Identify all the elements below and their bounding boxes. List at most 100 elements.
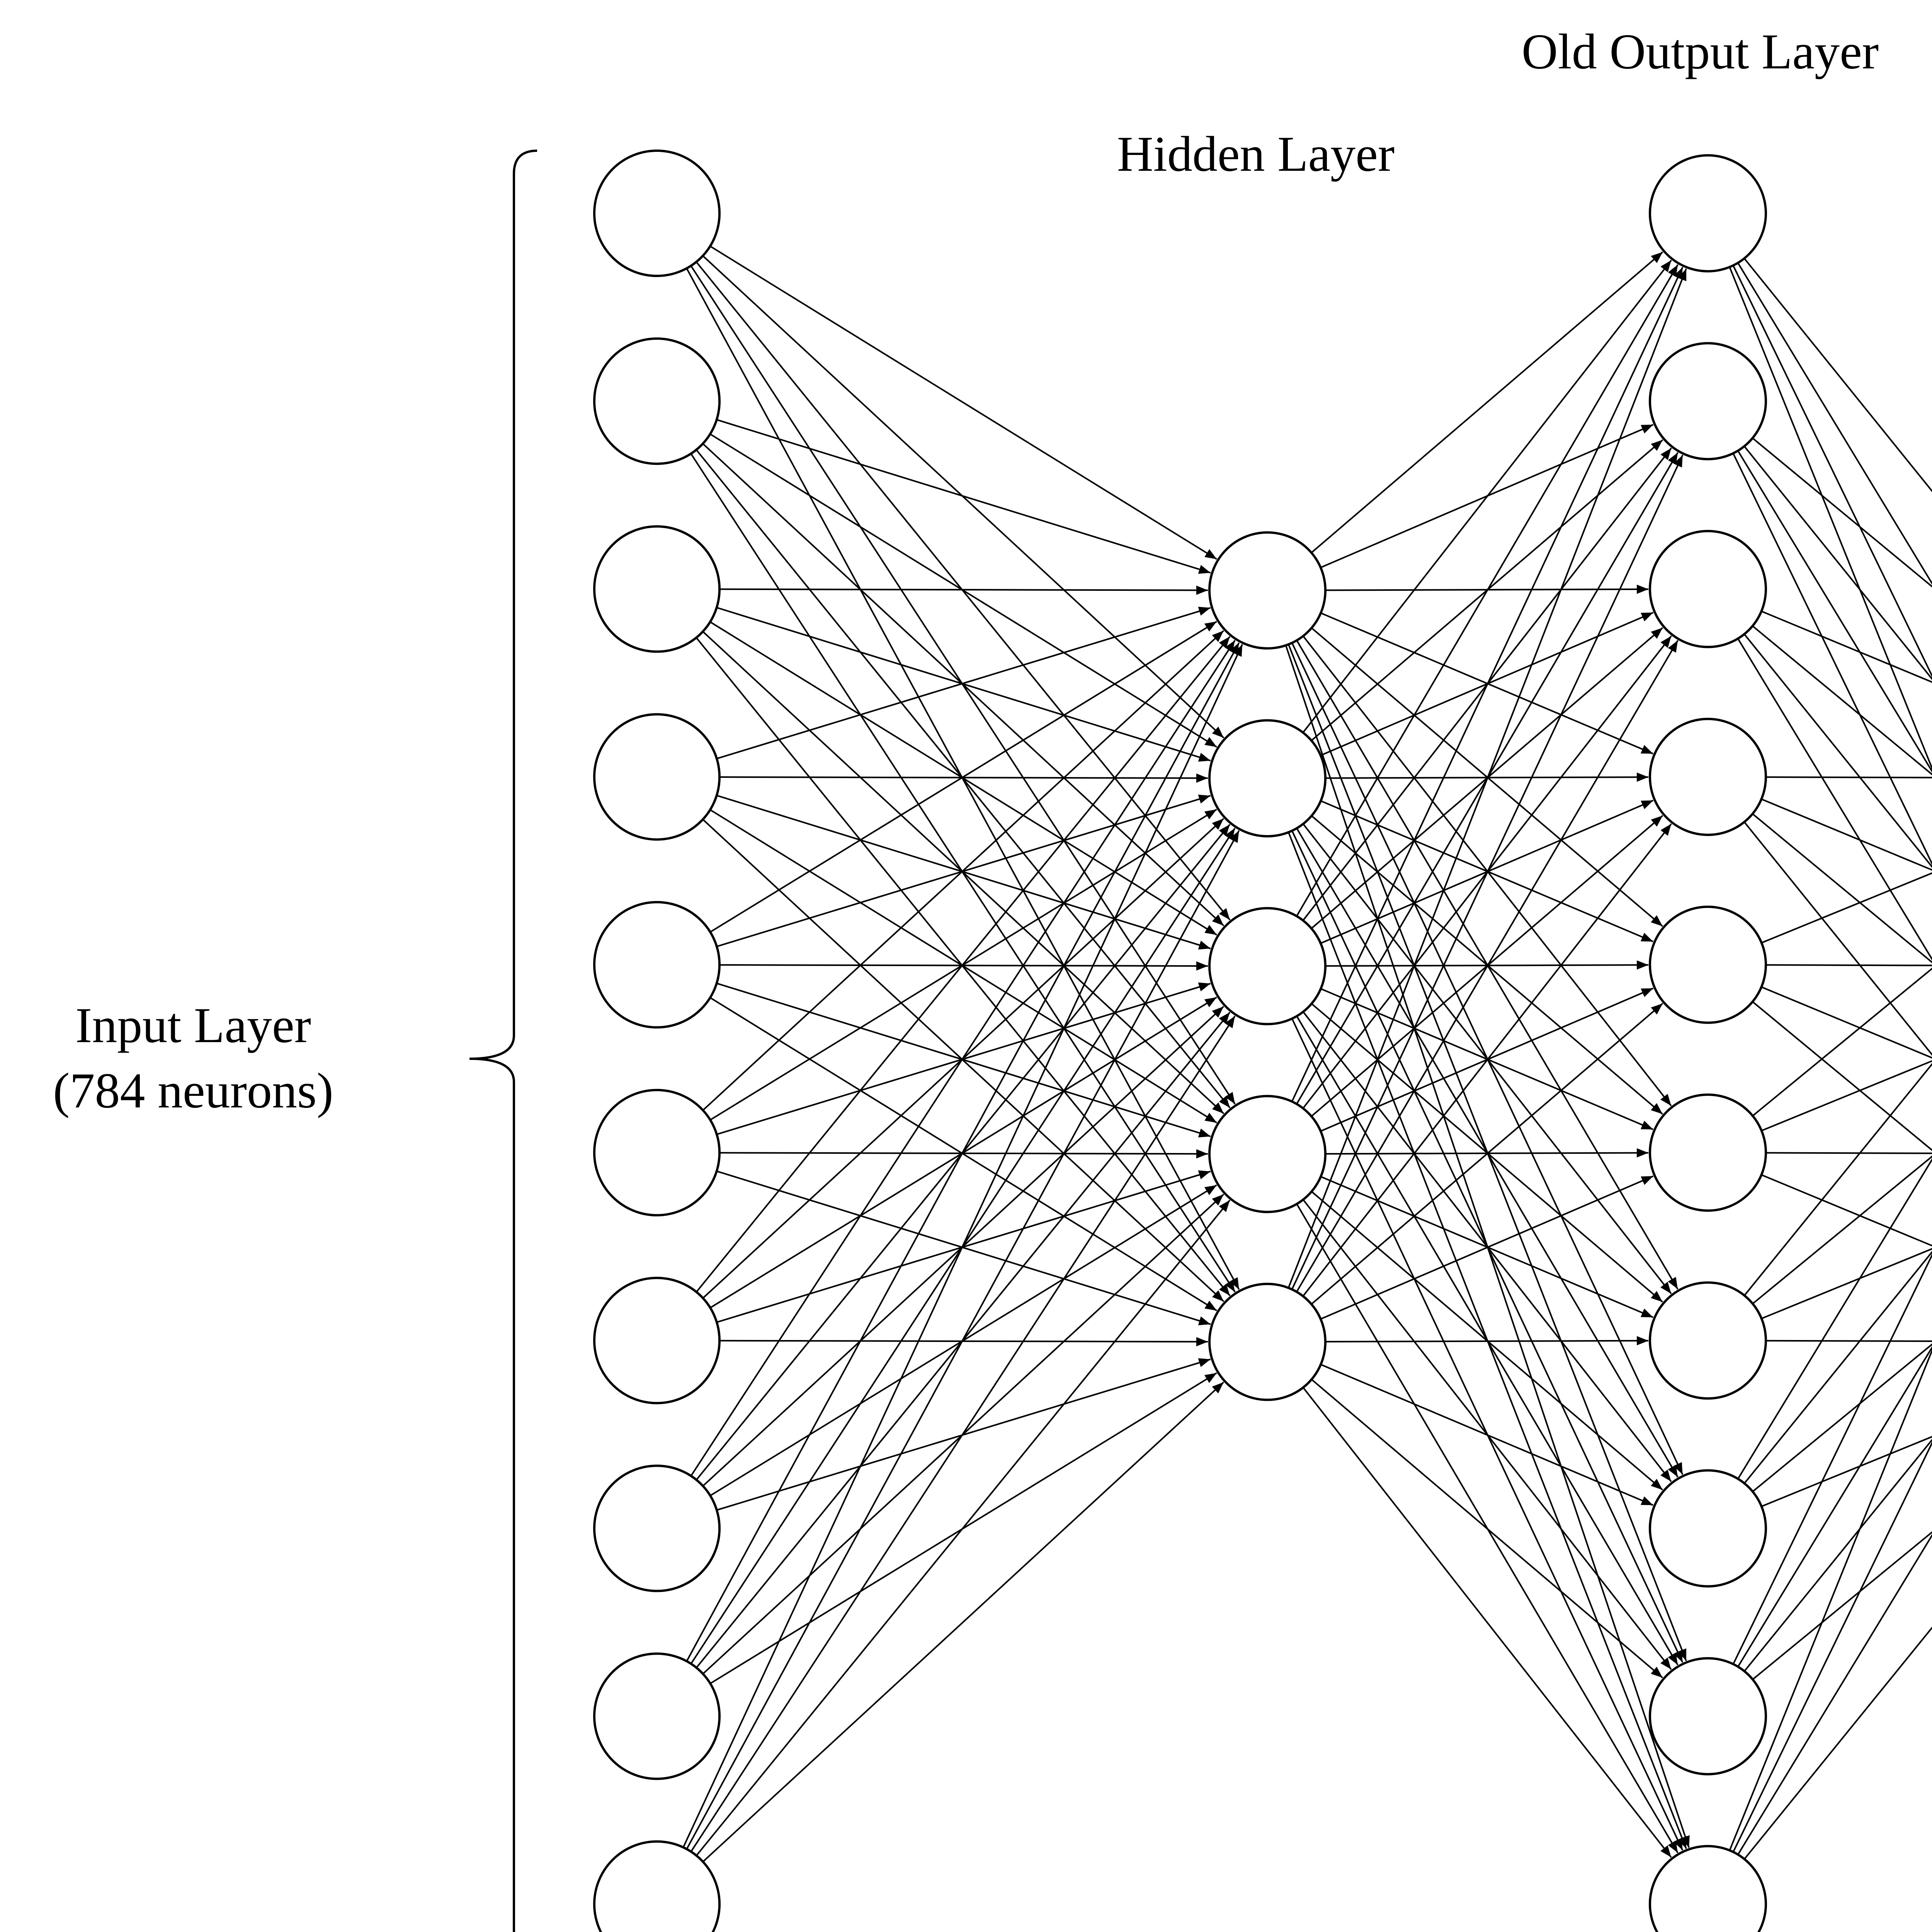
connection-line-old-output-to-new-output xyxy=(1752,1343,1932,1492)
connection-line-input-to-hidden xyxy=(686,830,1240,1850)
connection-line-old-output-to-new-output xyxy=(1761,1436,1932,1507)
input-layer-label-line1: Input Layer xyxy=(75,998,311,1053)
old-output-neuron-10 xyxy=(1649,1845,1767,1932)
old-output-neuron-5 xyxy=(1649,905,1767,1024)
connection-line-old-output-to-new-output xyxy=(1743,633,1932,868)
old-output-neuron-7 xyxy=(1649,1281,1767,1400)
connection-line-input-to-hidden xyxy=(710,621,1217,933)
connection-line-old-output-to-new-output xyxy=(1765,1340,1932,1342)
connection-line-hidden-to-old-output xyxy=(1311,1379,1663,1679)
connection-line-hidden-to-old-output xyxy=(1287,268,1687,1288)
connection-line-input-to-hidden xyxy=(690,640,1236,1476)
connection-line-hidden-to-old-output xyxy=(1302,1387,1672,1858)
hidden-neuron-4 xyxy=(1208,1095,1327,1213)
connection-line-hidden-to-old-output xyxy=(1311,1003,1663,1305)
input-neuron-10 xyxy=(593,1840,721,1932)
connection-line-input-to-hidden xyxy=(719,1149,1208,1159)
connection-line-hidden-to-old-output xyxy=(1320,1175,1654,1320)
input-neuron-7 xyxy=(593,1277,721,1405)
input-neuron-1 xyxy=(593,150,721,277)
connection-line-old-output-to-new-output xyxy=(1737,638,1932,961)
connection-line-input-to-hidden xyxy=(709,245,1218,560)
hidden-neuron-2 xyxy=(1208,719,1327,838)
connection-line-old-output-to-new-output xyxy=(1732,265,1932,678)
connection-line-old-output-to-new-output xyxy=(1765,1152,1932,1154)
connection-line-input-to-hidden xyxy=(696,636,1231,1293)
old-output-neuron-6 xyxy=(1649,1094,1767,1212)
connection-line-hidden-to-old-output xyxy=(1296,640,1679,1293)
connection-line-old-output-to-new-output xyxy=(1752,1155,1932,1304)
old-output-neuron-8 xyxy=(1649,1469,1767,1588)
connection-line-hidden-to-old-output xyxy=(1325,1336,1649,1345)
connection-line-hidden-to-old-output xyxy=(1302,260,1672,733)
connection-line-old-output-to-new-output xyxy=(1761,1060,1932,1132)
connection-line-old-output-to-new-output xyxy=(1732,1253,1932,1665)
connection-line-input-to-hidden xyxy=(719,773,1208,783)
connection-line-input-to-hidden xyxy=(719,961,1208,971)
connection-line-old-output-to-new-output xyxy=(1737,262,1932,585)
connection-line-old-output-to-new-output xyxy=(1752,625,1932,776)
connection-line-old-output-to-new-output xyxy=(1729,267,1932,770)
connection-line-input-to-hidden xyxy=(682,644,1243,1848)
connection-line-old-output-to-new-output xyxy=(1761,611,1932,683)
hidden-neuron-5 xyxy=(1208,1282,1327,1401)
connection-line-old-output-to-new-output xyxy=(1737,1534,1932,1855)
connection-line-old-output-to-new-output xyxy=(1752,813,1932,963)
connection-line-old-output-to-new-output xyxy=(1743,1251,1932,1484)
connection-line-old-output-to-new-output xyxy=(1743,1063,1932,1296)
connection-line-old-output-to-new-output xyxy=(1765,776,1932,779)
connection-line-hidden-to-old-output xyxy=(1302,823,1672,1297)
connection-line-old-output-to-new-output xyxy=(1752,1001,1932,1151)
old-output-neuron-1 xyxy=(1649,154,1767,272)
input-neuron-2 xyxy=(593,337,721,465)
input-neuron-5 xyxy=(593,901,721,1029)
connection-line-input-to-hidden xyxy=(716,1170,1211,1325)
connection-line-input-to-hidden xyxy=(716,982,1211,1138)
connection-line-old-output-to-new-output xyxy=(1732,1441,1932,1852)
connection-line-input-to-hidden xyxy=(709,433,1218,748)
connection-line-input-to-hidden xyxy=(716,607,1211,762)
connection-line-old-output-to-new-output xyxy=(1752,437,1932,588)
input-neuron-6 xyxy=(593,1089,721,1216)
connection-line-input-to-hidden xyxy=(686,642,1240,1662)
connection-line-old-output-to-new-output xyxy=(1743,446,1932,680)
connection-line-old-output-to-new-output xyxy=(1752,1531,1932,1680)
connection-line-old-output-to-new-output xyxy=(1737,1346,1932,1667)
connection-line-old-output-to-new-output xyxy=(1761,1248,1932,1320)
neurons-group xyxy=(593,150,1767,1932)
connection-line-input-to-hidden xyxy=(719,1337,1208,1347)
connection-line-input-to-hidden xyxy=(702,630,1225,1111)
input-neuron-4 xyxy=(593,713,721,841)
connection-line-hidden-to-old-output xyxy=(1291,454,1684,1290)
connection-line-old-output-to-new-output xyxy=(1743,821,1932,1056)
connection-line-input-to-hidden xyxy=(696,1199,1231,1856)
connection-line-input-to-hidden xyxy=(716,607,1211,760)
old-output-neuron-3 xyxy=(1649,530,1767,648)
connection-line-old-output-to-new-output xyxy=(1743,1439,1932,1672)
connection-line-old-output-to-new-output xyxy=(1732,453,1932,866)
connection-line-hidden-to-old-output xyxy=(1291,267,1684,1102)
input-layer-label-line2: (784 neurons) xyxy=(53,1063,333,1119)
connection-line-hidden-to-old-output xyxy=(1311,251,1663,553)
connection-line-old-output-to-new-output xyxy=(1743,1626,1932,1860)
connection-line-old-output-to-new-output xyxy=(1761,1174,1932,1247)
old-output-neuron-4 xyxy=(1649,718,1767,836)
connection-line-input-to-hidden xyxy=(716,419,1211,574)
connection-line-old-output-to-new-output xyxy=(1743,258,1932,492)
old-output-neuron-9 xyxy=(1649,1657,1767,1776)
connection-line-old-output-to-new-output xyxy=(1761,872,1932,944)
connection-line-old-output-to-new-output xyxy=(1737,1158,1932,1480)
connection-line-hidden-to-old-output xyxy=(1296,264,1679,917)
input-layer-label: Input Layer (784 neurons) xyxy=(53,993,333,1124)
hidden-layer-label: Hidden Layer xyxy=(1117,126,1395,182)
hidden-neuron-1 xyxy=(1208,531,1327,650)
input-neuron-3 xyxy=(593,525,721,653)
connection-line-input-to-hidden xyxy=(709,809,1218,1124)
old-output-neuron-2 xyxy=(1649,342,1767,461)
connection-line-old-output-to-new-output xyxy=(1765,964,1932,966)
connection-line-old-output-to-new-output xyxy=(1752,968,1932,1117)
input-neuron-8 xyxy=(593,1464,721,1592)
connection-line-input-to-hidden xyxy=(709,997,1218,1311)
connection-line-old-output-to-new-output xyxy=(1729,1349,1932,1851)
